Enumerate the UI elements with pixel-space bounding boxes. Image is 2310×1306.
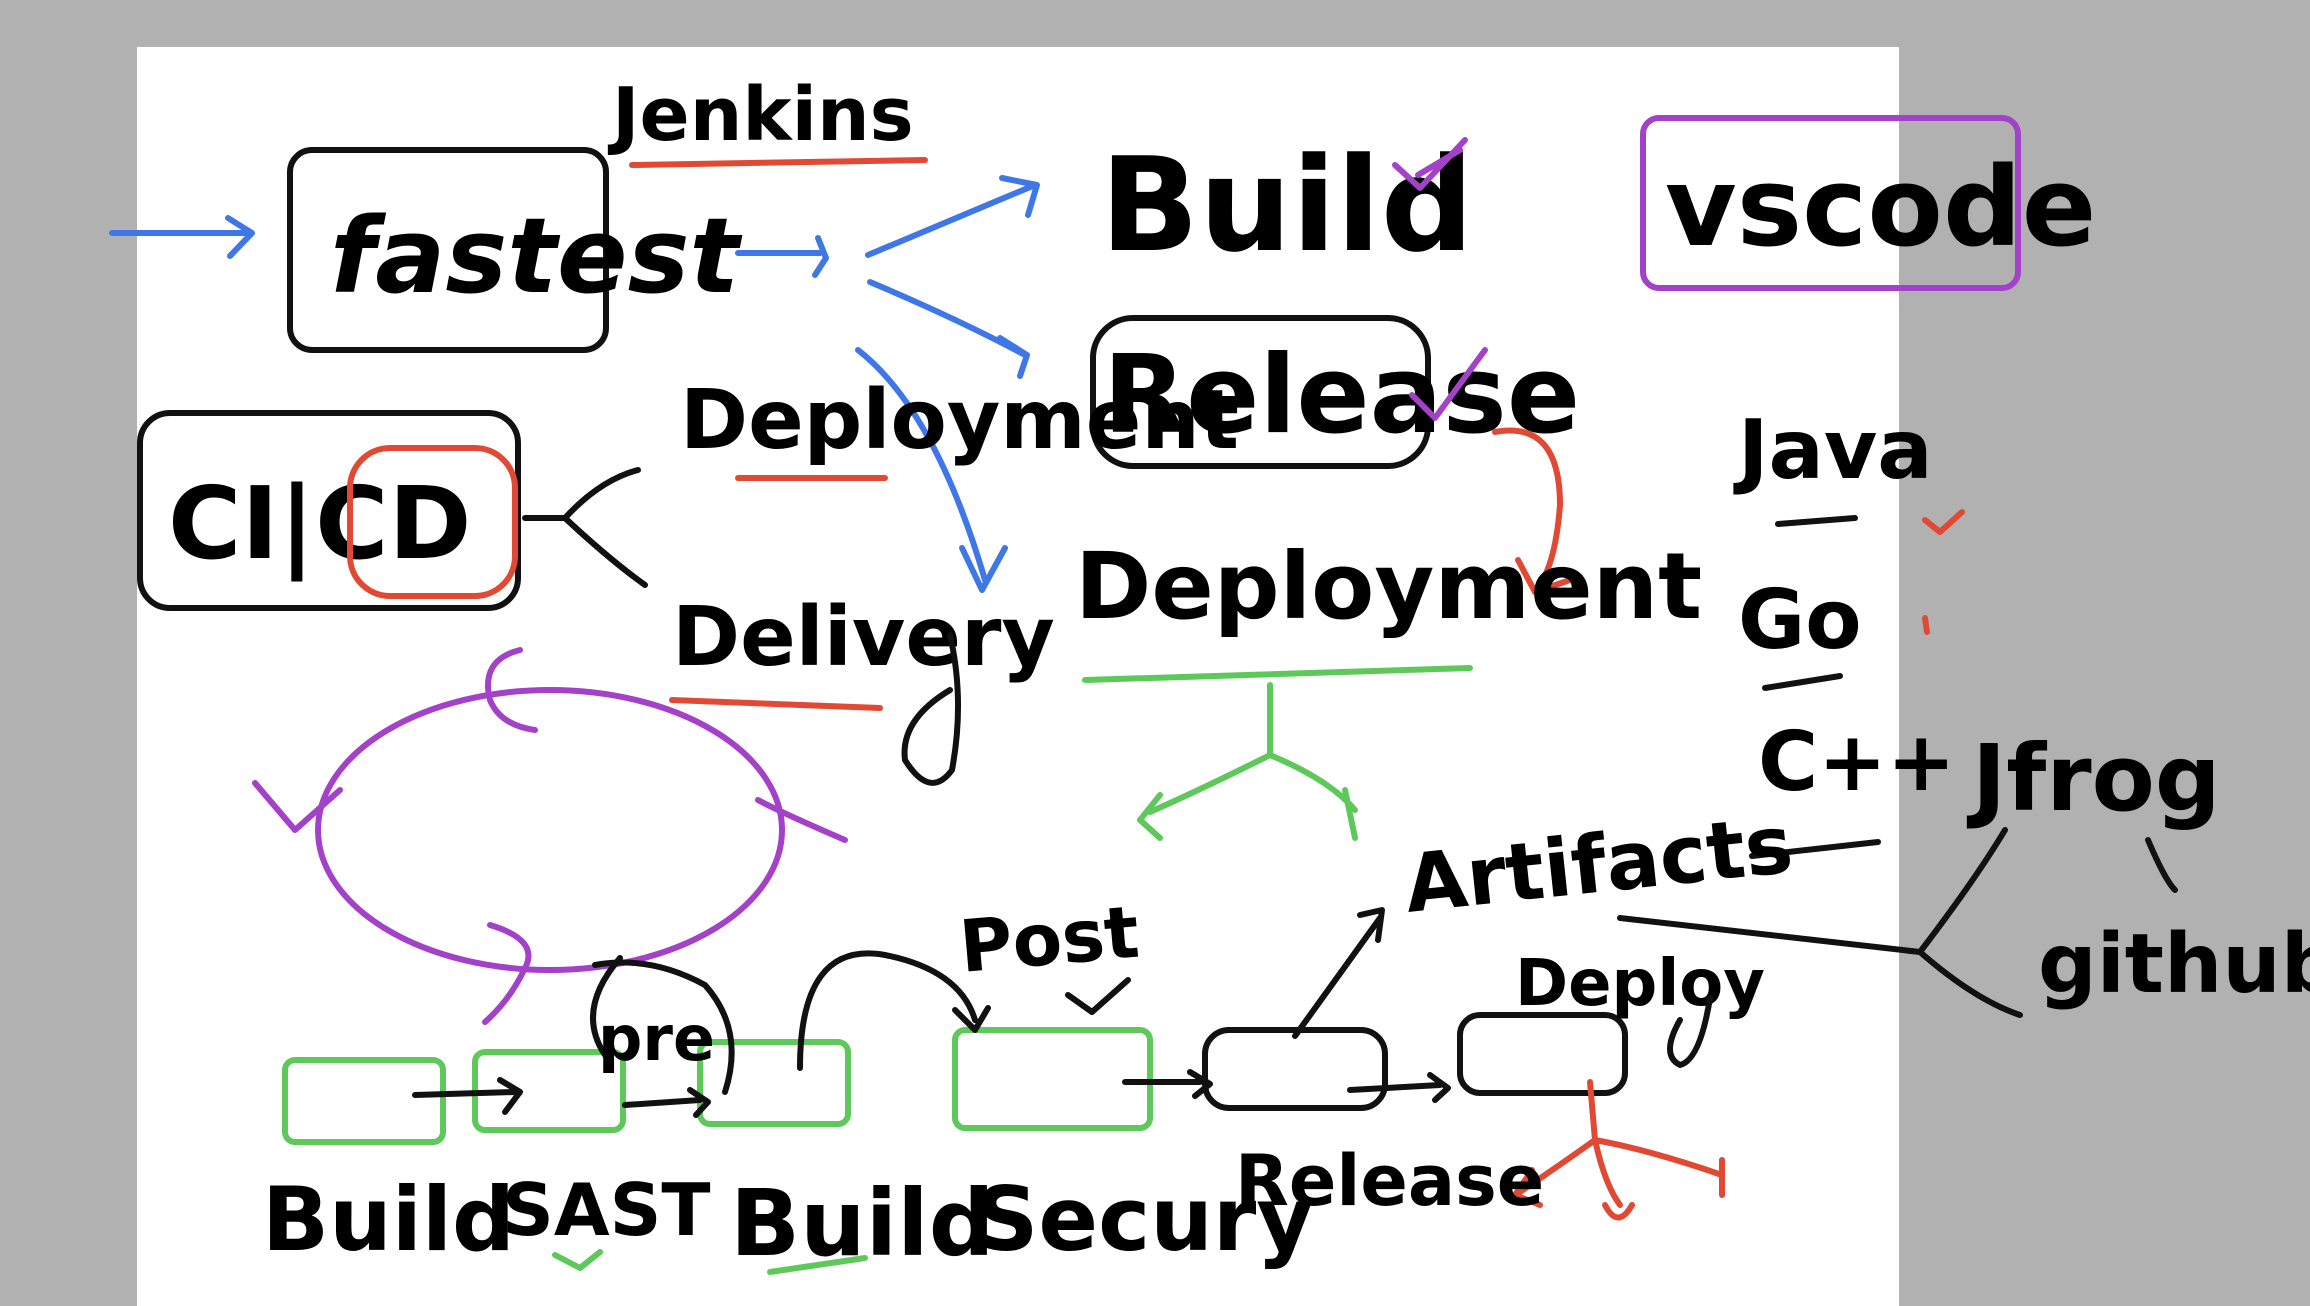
java-label: Java — [1733, 403, 1933, 498]
pipeline-arrows — [412, 950, 1451, 1118]
deployment-black-label: Deployment — [680, 373, 1239, 468]
go-underline — [1762, 673, 1843, 691]
java-underline — [1775, 515, 1858, 527]
artifacts-fork — [1617, 827, 2178, 1018]
deploy-label: Deploy — [1515, 947, 1765, 1021]
cicd-branch — [522, 467, 648, 588]
build2-underline — [767, 1255, 868, 1275]
github-label: github — [2038, 917, 2310, 1012]
cd-circle — [347, 445, 518, 599]
java-check-icon — [1922, 509, 1965, 535]
release-to-deployment-arrow — [1492, 427, 1573, 595]
vscode-box — [1640, 115, 2021, 291]
build-label: Build — [1100, 129, 1474, 281]
release-to-artifacts-arrow — [1292, 907, 1385, 1039]
deploy-stage-box — [1457, 1012, 1628, 1096]
security-stage-label: Secury — [975, 1168, 1314, 1271]
cpp-label: C++ — [1758, 715, 1956, 810]
sast-stage-label: SAST — [502, 1168, 711, 1252]
build-stage-box — [282, 1057, 446, 1145]
deploy-fork — [1512, 1079, 1725, 1221]
post-label: Post — [956, 890, 1142, 989]
security-stage-box — [952, 1027, 1153, 1131]
fastest-label: fastest — [330, 195, 742, 317]
go-dot — [1922, 615, 1930, 635]
jenkins-arrows — [735, 175, 1040, 593]
release-check-icon — [1409, 347, 1488, 421]
deploy-tail — [1667, 995, 1713, 1068]
cicd-label: CI|CD — [168, 465, 472, 582]
post-check-icon — [1065, 977, 1131, 1015]
jenkins-label: Jenkins — [607, 72, 914, 158]
artifacts-label: Artifacts — [1400, 798, 1797, 931]
release-label: Release — [1103, 333, 1580, 458]
fastest-box — [287, 147, 609, 353]
jenkins-underline — [629, 157, 928, 168]
release-stage-box — [1202, 1027, 1388, 1111]
build-check-icon — [1392, 137, 1468, 191]
vscode-label: vscode — [1665, 143, 2096, 271]
delivery-tail — [901, 632, 961, 786]
jfrog-label: Jfrog — [1966, 725, 2221, 832]
deployment-underline-green — [1082, 665, 1473, 683]
entry-arrow — [109, 215, 255, 259]
deployment-fork — [1137, 682, 1358, 841]
delivery-underline — [669, 697, 883, 711]
cycle-loop — [252, 647, 848, 1025]
release-box — [1090, 315, 1431, 469]
delivery-label: Delivery — [672, 590, 1055, 685]
release-stage-label: Release — [1235, 1140, 1544, 1222]
sast-underline — [552, 1249, 603, 1271]
build2-stage-box — [697, 1039, 851, 1127]
deployment-blue-label: Deployment — [1075, 533, 1702, 640]
build1-stage-label: Build — [262, 1168, 515, 1271]
cpp-underline — [1749, 839, 1881, 859]
pre-label: pre — [598, 1002, 715, 1075]
go-label: Go — [1738, 573, 1862, 668]
